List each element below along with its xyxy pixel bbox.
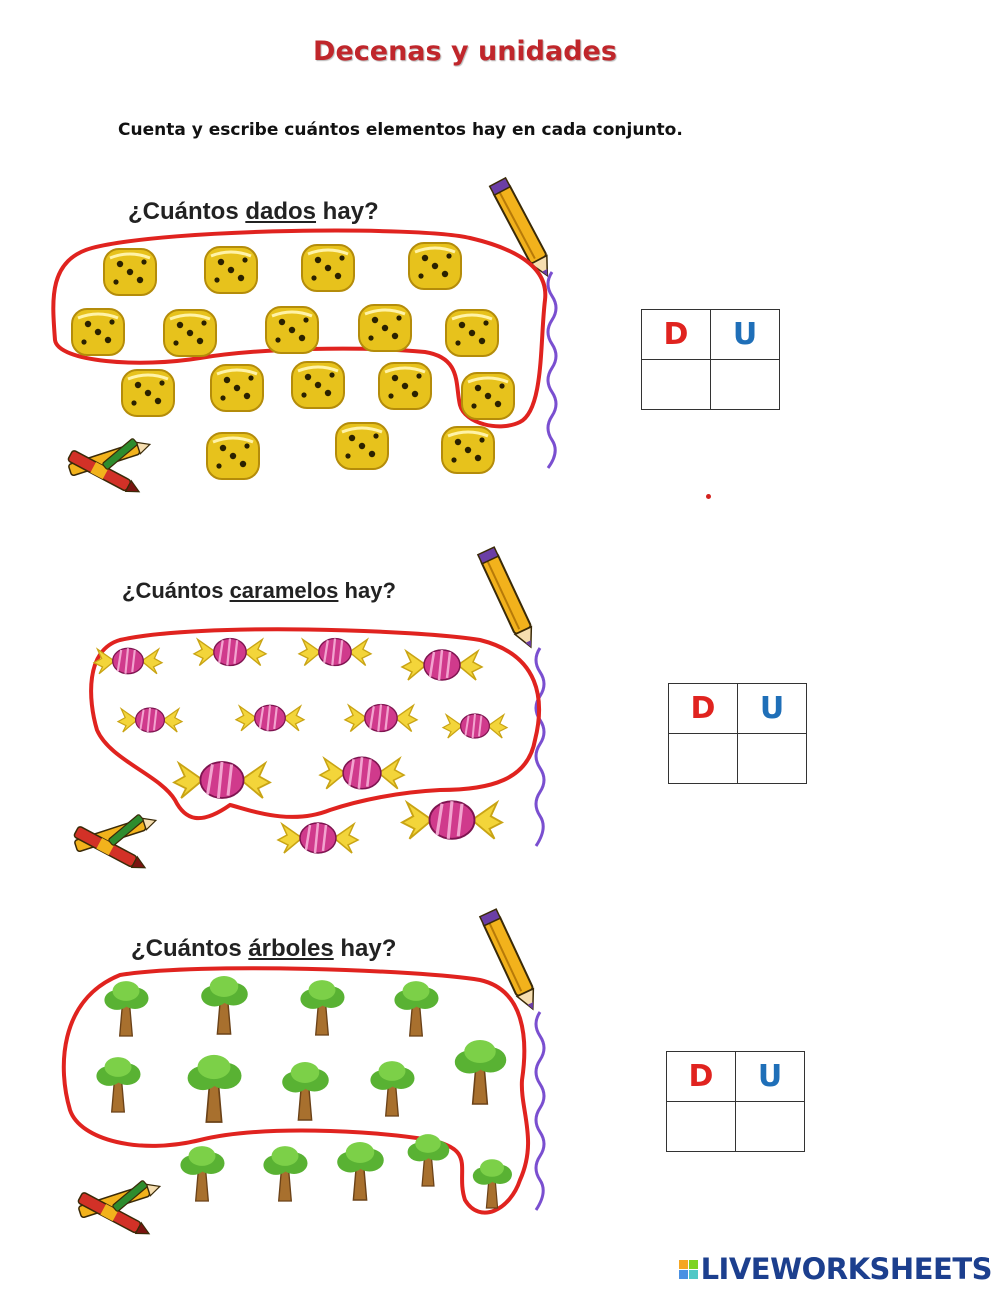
- question-caramelos: ¿Cuántos caramelos hay?: [122, 578, 396, 603]
- die-icon: [407, 241, 463, 291]
- tree-icon: [281, 1061, 330, 1121]
- question-keyword: árboles: [248, 935, 334, 962]
- page-title: Decenas y unidades: [313, 36, 617, 67]
- trees-group: [95, 975, 513, 1209]
- die-icon: [120, 368, 176, 418]
- du-table-arboles: D U: [666, 1051, 805, 1152]
- tree-icon: [186, 1054, 243, 1123]
- units-answer-field[interactable]: [737, 733, 807, 784]
- purple-wavy-line: [534, 1011, 546, 1211]
- tree-icon: [103, 980, 150, 1037]
- crayons-icon: [72, 813, 159, 874]
- du-table-caramelos: D U: [668, 683, 807, 784]
- tree-icon: [179, 1145, 226, 1202]
- units-header: U: [737, 683, 807, 734]
- tree-icon: [406, 1133, 450, 1187]
- red-loop-arboles: [61, 966, 531, 1215]
- units-answer-field[interactable]: [710, 359, 780, 410]
- tens-answer-field[interactable]: [641, 359, 711, 410]
- tree-icon: [393, 980, 440, 1037]
- question-arboles: ¿Cuántos árboles hay?: [131, 935, 397, 962]
- purple-wavy-line: [534, 647, 546, 847]
- candy-icon: [297, 637, 373, 667]
- candy-icon: [318, 755, 406, 791]
- tens-header: D: [668, 683, 738, 734]
- candy-icon: [116, 706, 184, 734]
- tree-icon: [200, 975, 249, 1035]
- purple-wavy-line: [546, 271, 558, 469]
- die-icon: [377, 361, 433, 411]
- candy-icon: [400, 799, 504, 841]
- tens-header: D: [666, 1051, 736, 1102]
- die-icon: [357, 303, 413, 353]
- red-loop-dados: [51, 228, 548, 429]
- brand-name: LIVEWORKSHEETS: [700, 1252, 993, 1286]
- die-icon: [460, 371, 516, 421]
- liveworksheets-brand: LIVEWORKSHEETS: [678, 1252, 993, 1286]
- candy-icon: [276, 821, 360, 855]
- candy-icon: [172, 760, 272, 800]
- die-icon: [70, 307, 126, 357]
- die-icon: [440, 425, 496, 475]
- pencil-icon: [476, 546, 540, 652]
- die-icon: [205, 431, 261, 481]
- question-keyword: caramelos: [229, 578, 339, 603]
- du-table-dados: D U: [641, 309, 780, 410]
- pencil-icon: [488, 176, 557, 281]
- tree-icon: [454, 1039, 508, 1105]
- candy-icon: [192, 637, 268, 667]
- candy-icon: [400, 648, 484, 682]
- units-header: U: [735, 1051, 805, 1102]
- die-icon: [264, 305, 320, 355]
- die-icon: [300, 243, 356, 293]
- tree-icon: [95, 1056, 142, 1113]
- red-loop-caramelos: [89, 627, 542, 821]
- die-icon: [334, 421, 390, 471]
- die-icon: [203, 245, 259, 295]
- question-keyword: dados: [245, 198, 317, 225]
- die-icon: [290, 360, 346, 410]
- units-header: U: [710, 309, 780, 360]
- candy-icon: [441, 712, 509, 740]
- tens-header: D: [641, 309, 711, 360]
- tree-icon: [299, 979, 346, 1036]
- tree-icon: [336, 1141, 385, 1201]
- tree-icon: [262, 1145, 309, 1202]
- die-icon: [162, 308, 218, 358]
- red-dot: [706, 494, 711, 499]
- liveworksheets-logo-icon: [678, 1259, 698, 1279]
- candy-icon: [234, 704, 306, 732]
- die-icon: [102, 247, 158, 297]
- die-icon: [209, 363, 265, 413]
- tens-answer-field[interactable]: [668, 733, 738, 784]
- instruction-text: Cuenta y escribe cuántos elementos hay e…: [118, 120, 683, 140]
- tree-icon: [369, 1060, 416, 1117]
- candy-icon: [343, 703, 419, 733]
- tens-answer-field[interactable]: [666, 1101, 736, 1152]
- die-icon: [444, 308, 500, 358]
- units-answer-field[interactable]: [735, 1101, 805, 1152]
- crayons-icon: [76, 1179, 163, 1240]
- crayons-icon: [66, 437, 153, 498]
- question-dados: ¿Cuántos dados hay?: [128, 198, 379, 225]
